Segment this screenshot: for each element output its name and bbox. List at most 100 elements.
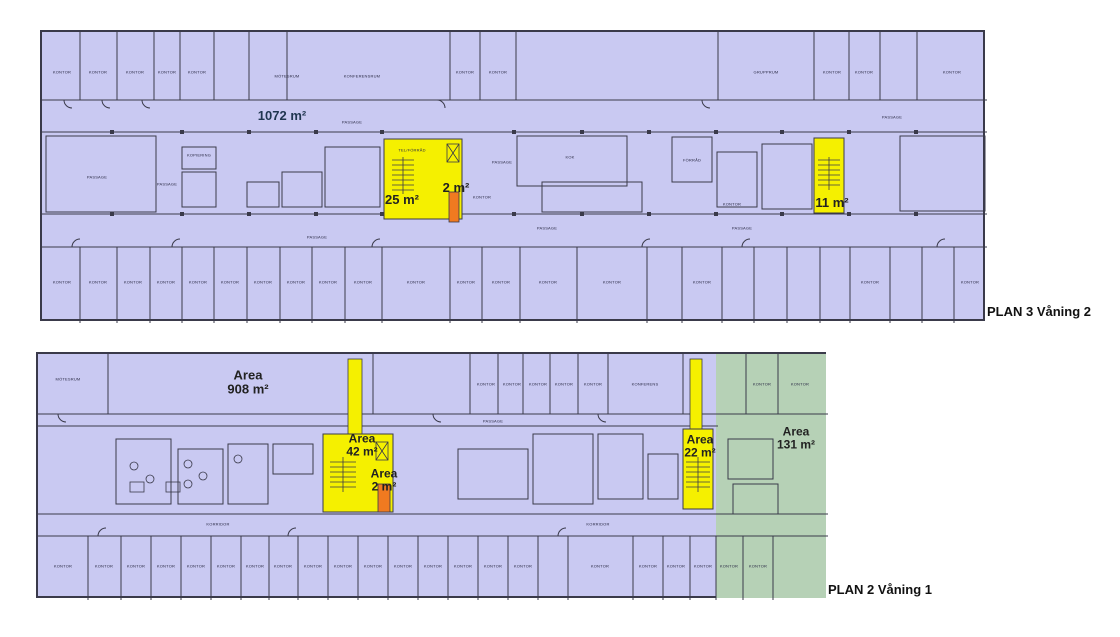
shaft-2-highlight — [448, 191, 460, 223]
stair-11-highlight — [813, 137, 845, 214]
room-label: KONTOR — [602, 279, 622, 285]
room-label: PASSAGE — [731, 225, 753, 231]
room-label: KONTOR — [353, 279, 373, 285]
area-label-22: Area 22 m² — [684, 433, 715, 458]
room-label: KONTOR — [722, 201, 742, 207]
room-label: KONTOR — [393, 563, 413, 569]
area-label-42: Area 42 m² — [346, 432, 377, 457]
room-label: KORRIDOR — [586, 521, 610, 527]
room-label: KONTOR — [960, 279, 980, 285]
room-label: KONTOR — [453, 563, 473, 569]
room-label: KONTOR — [303, 563, 323, 569]
room-label: PASSAGE — [341, 119, 363, 125]
area-label-2: 2 m² — [442, 180, 470, 196]
room-label: KONTOR — [318, 279, 338, 285]
room-label: KONTOR — [590, 563, 610, 569]
room-label: KONTOR — [88, 69, 108, 75]
floor-plan-level-1: MÖTESRUM KONTOR KONTOR KONTOR KONTOR KON… — [36, 352, 828, 600]
room-label: KONTOR — [273, 563, 293, 569]
room-label: KONTOR — [692, 279, 712, 285]
room-label: KONTOR — [583, 381, 603, 387]
room-label: KONTOR — [186, 563, 206, 569]
room-label: KONTOR — [156, 279, 176, 285]
area-42-value: 42 m² — [346, 444, 378, 458]
plan3-walls — [42, 32, 987, 323]
room-label: KONTOR — [187, 69, 207, 75]
room-label: KONTOR — [406, 279, 426, 285]
room-label: KONTOR — [188, 279, 208, 285]
room-label: KONTOR — [476, 381, 496, 387]
room-label: KONTOR — [538, 279, 558, 285]
room-label: KONFERENS — [631, 381, 659, 387]
room-label: KONTOR — [748, 563, 768, 569]
room-label: KONTOR — [123, 279, 143, 285]
shaft-2-highlight — [377, 483, 391, 513]
area-131-value: 131 m² — [776, 437, 816, 451]
area-908-value: 908 m² — [227, 381, 269, 396]
area-908-label: Area — [233, 367, 263, 383]
room-label: KONTOR — [156, 563, 176, 569]
room-label: KONTOR — [333, 563, 353, 569]
area-label-131: Area 131 m² — [777, 425, 815, 450]
room-label: KONTOR — [126, 563, 146, 569]
room-label: KONTOR — [483, 563, 503, 569]
room-label: KOPIERING — [186, 152, 212, 158]
area-42-label: Area — [348, 431, 376, 446]
room-label: KONTOR — [245, 563, 265, 569]
room-label: KONTOR — [220, 279, 240, 285]
room-label: KONTOR — [942, 69, 962, 75]
plan3-caption: PLAN 3 Våning 2 — [987, 304, 1092, 319]
room-label: TEL/FÖRRÅD — [398, 147, 426, 153]
room-label: KOK — [565, 154, 575, 160]
room-label: GRUPPRUM — [753, 69, 779, 75]
area-22-value: 22 m² — [684, 445, 716, 459]
room-label: KONTOR — [455, 69, 475, 75]
area-22-label: Area — [686, 432, 714, 447]
room-label: KONTOR — [854, 69, 874, 75]
room-label: MÖTESRUM — [55, 376, 81, 382]
room-label: PASSAGE — [536, 225, 558, 231]
room-label: KONFERENSRUM — [343, 73, 381, 79]
floor-plan-level-2: KONTOR KONTOR KONTOR KONTOR KONTOR MÖTES… — [40, 30, 987, 323]
room-label: KONTOR — [472, 194, 492, 200]
room-label: KONTOR — [719, 563, 739, 569]
room-label: KONTOR — [513, 563, 533, 569]
plan2-caption: PLAN 2 Våning 1 — [828, 582, 933, 597]
room-label: KONTOR — [488, 69, 508, 75]
room-label: PASSAGE — [86, 174, 108, 180]
room-label: KONTOR — [752, 381, 772, 387]
room-label: KONTOR — [638, 563, 658, 569]
stair-25-highlight — [383, 138, 463, 220]
room-label: KONTOR — [52, 279, 72, 285]
room-label: KONTOR — [491, 279, 511, 285]
room-label: KONTOR — [216, 563, 236, 569]
room-label: KONTOR — [790, 381, 810, 387]
room-label: KONTOR — [860, 279, 880, 285]
room-label: KONTOR — [423, 563, 443, 569]
stair-22-highlight — [682, 358, 714, 510]
room-label: KONTOR — [822, 69, 842, 75]
room-label: KONTOR — [88, 279, 108, 285]
area-label-11: 11 m² — [815, 195, 849, 211]
room-label: KONTOR — [456, 279, 476, 285]
room-label: KONTOR — [528, 381, 548, 387]
room-label: PASSAGE — [306, 234, 328, 240]
room-label: PASSAGE — [881, 114, 903, 120]
room-label: KONTOR — [52, 69, 72, 75]
area-label-25: 25 m² — [385, 192, 419, 208]
room-label: KONTOR — [53, 563, 73, 569]
room-label: MÖTESRUM — [274, 73, 300, 79]
room-label: KORRIDOR — [206, 521, 230, 527]
room-label: KONTOR — [693, 563, 713, 569]
room-label: KONTOR — [363, 563, 383, 569]
room-label: KONTOR — [125, 69, 145, 75]
room-label: PASSAGE — [482, 418, 504, 424]
room-label: KONTOR — [502, 381, 522, 387]
room-label: FÖRRÅD — [682, 157, 702, 163]
stair-42-highlight — [322, 358, 394, 513]
room-label: KONTOR — [253, 279, 273, 285]
plan2-walls — [38, 354, 828, 600]
area-2-label: Area — [370, 466, 398, 481]
room-label: PASSAGE — [491, 159, 513, 165]
green-area-highlight — [716, 354, 826, 598]
